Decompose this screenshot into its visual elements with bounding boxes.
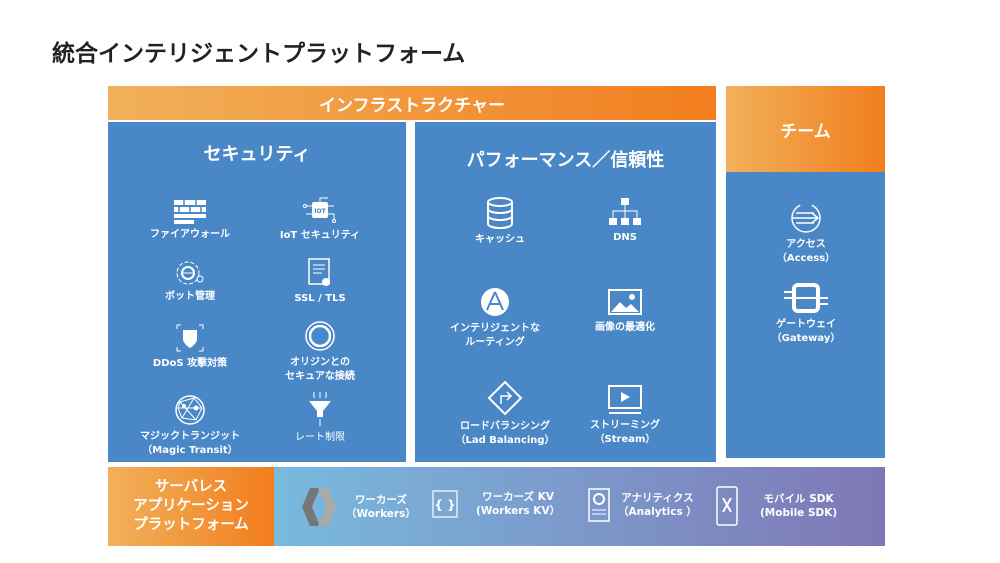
label-line2: （Magic Transit）: [142, 445, 238, 456]
iot-item[interactable]: IOT IoT セキュリティ: [255, 197, 385, 243]
ssl-tls-item[interactable]: SSL / TLS: [255, 258, 385, 306]
label-line2: (Workers KV）: [476, 505, 561, 517]
stream-item[interactable]: ストリーミング （Stream）: [560, 385, 690, 447]
analytics-item[interactable]: アナリティクス （Analytics ）: [588, 488, 697, 522]
label-line1: ワーカーズ: [354, 494, 407, 506]
label-line1: アクセス: [786, 239, 826, 250]
label: ファイアウォール: [150, 229, 230, 240]
shield-icon: [176, 324, 204, 352]
label-line2: （Stream）: [594, 434, 656, 445]
workers-item[interactable]: ワーカーズ （Workers）: [300, 486, 416, 528]
label: IoT セキュリティ: [279, 230, 361, 241]
label: SSL / TLS: [294, 293, 346, 304]
load-balancing-icon: [487, 380, 523, 416]
page-title: 統合インテリジェントプラットフォーム: [52, 41, 466, 67]
routing-icon: [481, 288, 509, 316]
label-line1: モバイル SDK: [763, 493, 834, 505]
label-line1: マジックトランジット: [140, 431, 240, 442]
label-line2: （Access）: [776, 253, 836, 264]
label-line2: ルーティング: [465, 337, 525, 348]
bot-icon: [176, 261, 204, 285]
iot-icon: IOT: [303, 197, 336, 223]
serverless-header: サーバレス アプリケーション プラットフォーム: [108, 467, 274, 546]
label: DDoS 攻撃対策: [152, 358, 228, 369]
gateway-icon: [784, 283, 828, 313]
label: 画像の最適化: [595, 322, 655, 333]
hierarchy-icon: [609, 198, 641, 225]
certificate-icon: [308, 258, 330, 286]
network-globe-icon: [175, 395, 205, 425]
kv-icon: { }: [432, 490, 458, 518]
gateway-item[interactable]: ゲートウェイ （Gateway）: [741, 282, 871, 346]
image-icon: [608, 289, 642, 315]
team-panel: [726, 172, 885, 458]
access-item[interactable]: アクセス （Access）: [741, 202, 871, 266]
label-line1: ゲートウェイ: [776, 319, 836, 330]
cache-item[interactable]: キャッシュ: [435, 197, 565, 247]
rate-limiting-item[interactable]: レート制限: [255, 391, 385, 445]
label-line2: （Gateway）: [771, 333, 841, 344]
firewall-icon: [174, 200, 206, 224]
label-line2: （Lad Balancing）: [455, 435, 555, 446]
database-icon: [487, 197, 513, 229]
label-line2: セキュアな接続: [285, 371, 355, 382]
bot-management-item[interactable]: ボット管理: [125, 260, 255, 304]
security-panel: セキュリティ: [108, 122, 406, 462]
mobile-sdk-item[interactable]: モバイル SDK (Mobile SDK): [716, 486, 837, 526]
label-line1: ワーカーズ KV: [482, 491, 554, 503]
workers-icon: [302, 488, 336, 526]
mobile-icon: [716, 486, 738, 526]
serverless-line2: アプリケーション: [133, 498, 249, 514]
ring-icon: [305, 321, 335, 351]
dns-item[interactable]: DNS: [560, 197, 690, 245]
origin-connection-item[interactable]: オリジンとの セキュアな接続: [255, 320, 385, 384]
access-icon: [791, 203, 821, 233]
firewall-item[interactable]: ファイアウォール: [125, 200, 255, 242]
serverless-panel: [274, 467, 885, 546]
label: DNS: [613, 232, 637, 243]
serverless-line3: プラットフォーム: [133, 517, 249, 533]
funnel-icon: [309, 392, 331, 426]
label-line1: インテリジェントな: [450, 323, 540, 334]
workers-kv-item[interactable]: { } ワーカーズ KV (Workers KV）: [432, 490, 560, 518]
magic-transit-item[interactable]: マジックトランジット （Magic Transit）: [125, 394, 255, 458]
serverless-line1: サーバレス: [154, 479, 228, 495]
label: ボット管理: [165, 291, 215, 302]
svg-text:IOT: IOT: [314, 208, 326, 215]
label-line2: (Mobile SDK): [760, 507, 838, 519]
label: キャッシュ: [475, 234, 525, 245]
load-balancing-item[interactable]: ロードバランシング （Lad Balancing）: [440, 380, 570, 448]
label-line1: ロードバランシング: [460, 421, 550, 432]
video-icon: [608, 385, 642, 414]
ddos-item[interactable]: DDoS 攻撃対策: [125, 323, 255, 371]
performance-title: パフォーマンス／信頼性: [466, 150, 665, 171]
intelligent-routing-item[interactable]: インテリジェントな ルーティング: [430, 286, 560, 350]
label-line2: （Workers）: [346, 508, 416, 520]
svg-text:{ }: { }: [434, 498, 455, 512]
label-line1: ストリーミング: [590, 420, 660, 431]
label-line1: オリジンとの: [290, 357, 350, 368]
label-line2: （Analytics ）: [618, 506, 697, 518]
team-header: チーム: [726, 86, 885, 172]
label: レート制限: [295, 432, 345, 443]
image-optimization-item[interactable]: 画像の最適化: [560, 289, 690, 335]
label-line1: アナリティクス: [621, 492, 694, 504]
infrastructure-header: インフラストラクチャー: [108, 86, 716, 120]
performance-panel: パフォーマンス／信頼性: [415, 122, 716, 462]
security-title: セキュリティ: [203, 144, 311, 165]
analytics-icon: [588, 488, 610, 522]
